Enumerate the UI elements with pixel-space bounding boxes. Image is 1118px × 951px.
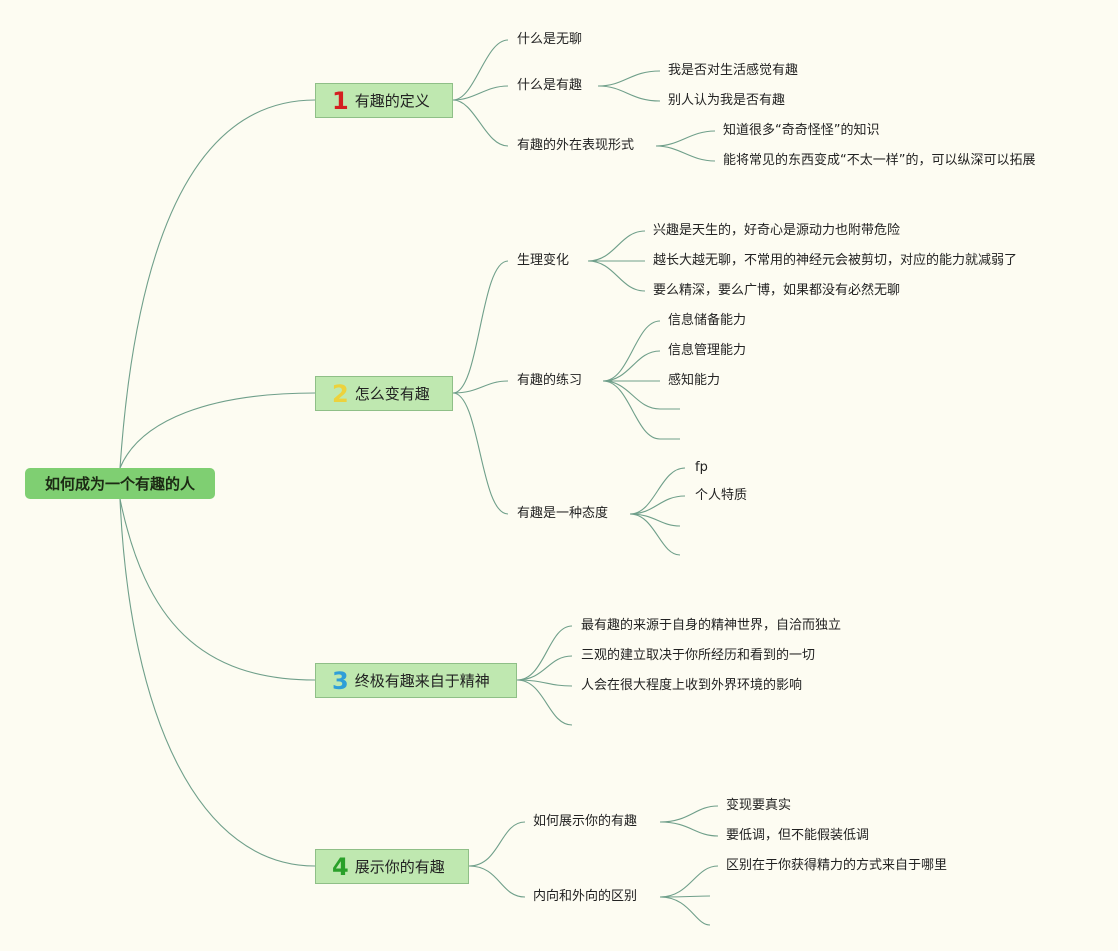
branch-4-topic[interactable]: 4 展示你的有趣 xyxy=(315,849,469,884)
leaf-topic[interactable]: 我是否对生活感觉有趣 xyxy=(668,63,799,78)
leaf-topic[interactable]: 区别在于你获得精力的方式来自于哪里 xyxy=(726,858,948,873)
branch-1-topic[interactable]: 1 有趣的定义 xyxy=(315,83,453,118)
leaf-topic[interactable]: 越长大越无聊，不常用的神经元会被剪切，对应的能力就减弱了 xyxy=(653,253,1018,268)
branch-4-label: 展示你的有趣 xyxy=(354,858,445,876)
branch-2-label: 怎么变有趣 xyxy=(354,385,430,403)
leaf-topic[interactable]: 个人特质 xyxy=(695,488,748,503)
connector-root-b1 xyxy=(119,99,316,469)
leaf-topic[interactable]: fp xyxy=(695,460,708,475)
branch-3-topic[interactable]: 3 终极有趣来自于精神 xyxy=(315,663,517,698)
subtopic[interactable]: 有趣是一种态度 xyxy=(517,506,609,521)
branch-2-number-icon: 2 xyxy=(332,379,349,408)
leaf-topic[interactable]: 感知能力 xyxy=(668,373,721,388)
subtopic[interactable]: 有趣的外在表现形式 xyxy=(517,138,635,153)
subtopic[interactable]: 什么是有趣 xyxy=(517,78,583,93)
leaf-topic[interactable]: 要么精深，要么广博，如果都没有必然无聊 xyxy=(653,283,901,298)
branch-4-number-icon: 4 xyxy=(332,852,349,881)
leaf-topic[interactable]: 信息储备能力 xyxy=(668,313,747,328)
branch-1-label: 有趣的定义 xyxy=(354,92,430,110)
leaf-topic[interactable]: 能将常见的东西变成“不太一样”的，可以纵深可以拓展 xyxy=(723,153,1036,168)
subtopic[interactable]: 最有趣的来源于自身的精神世界，自洽而独立 xyxy=(581,618,842,633)
branch-3-number-icon: 3 xyxy=(332,666,349,695)
branch-2-topic[interactable]: 2 怎么变有趣 xyxy=(315,376,453,411)
leaf-topic[interactable]: 知道很多“奇奇怪怪”的知识 xyxy=(723,123,880,138)
subtopic[interactable]: 生理变化 xyxy=(517,253,570,268)
connector-root-b4 xyxy=(119,498,316,867)
subtopic[interactable]: 如何展示你的有趣 xyxy=(533,814,638,829)
root-topic[interactable]: 如何成为一个有趣的人 xyxy=(25,468,215,499)
subtopic[interactable]: 有趣的练习 xyxy=(517,373,583,388)
branch-3-label: 终极有趣来自于精神 xyxy=(354,672,490,690)
branch-1-number-icon: 1 xyxy=(332,86,349,115)
leaf-topic[interactable]: 别人认为我是否有趣 xyxy=(668,93,786,108)
subtopic[interactable]: 人会在很大程度上收到外界环境的影响 xyxy=(581,678,803,693)
leaf-topic[interactable]: 兴趣是天生的，好奇心是源动力也附带危险 xyxy=(653,223,901,238)
connector-root-b2 xyxy=(119,392,316,469)
subtopic[interactable]: 什么是无聊 xyxy=(517,32,583,47)
subtopic[interactable]: 内向和外向的区别 xyxy=(533,889,638,904)
leaf-topic[interactable]: 要低调，但不能假装低调 xyxy=(726,828,870,843)
leaf-topic[interactable]: 信息管理能力 xyxy=(668,343,747,358)
connector-root-b3 xyxy=(119,498,316,681)
leaf-topic[interactable]: 变现要真实 xyxy=(726,798,792,813)
subtopic[interactable]: 三观的建立取决于你所经历和看到的一切 xyxy=(581,648,816,663)
